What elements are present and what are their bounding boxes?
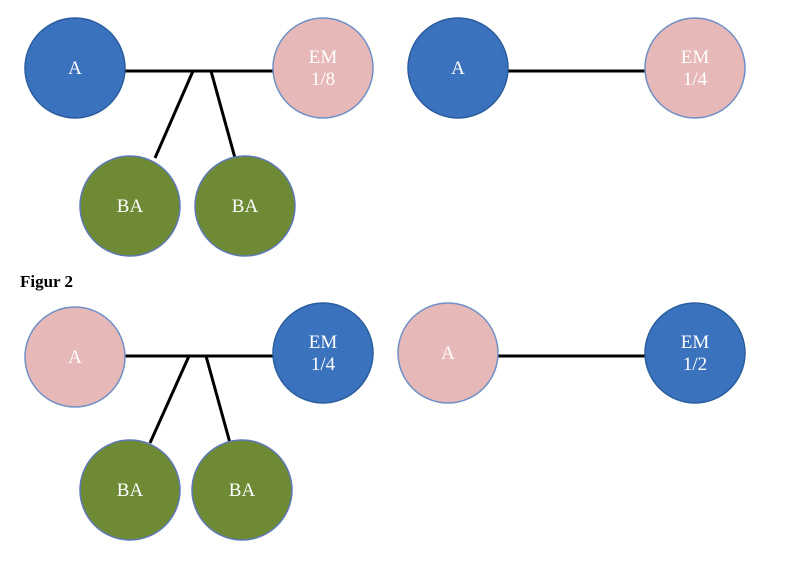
connector-line [153,70,195,159]
node-em: EM1/4 [644,17,746,119]
node-em: EM1/2 [644,302,746,404]
diagram-top-left: A EM1/8BA BA [24,17,374,257]
node-circle [407,17,509,119]
diagram-bottom-left: A EM1/4BA BA [24,302,374,541]
node-label: EM [681,47,710,68]
node-ba1: BA [79,155,181,257]
node-label: EM [309,47,338,68]
connector-line [148,355,191,444]
node-label: A [68,58,82,79]
diagram-bottom-right: A EM1/2 [397,302,746,404]
connector-line [209,70,237,159]
node-label: A [441,343,455,364]
node-label: BA [117,196,144,217]
node-ba2: BA [191,439,293,541]
node-label: A [451,58,465,79]
node-ba1: BA [79,439,181,541]
node-circle [191,439,293,541]
connector-line [204,355,232,444]
node-ba2: BA [194,155,296,257]
node-circle [397,302,499,404]
node-circle [24,17,126,119]
node-em: EM1/8 [272,17,374,119]
node-label: 1/4 [683,69,708,90]
node-circle [272,17,374,119]
node-em: EM1/4 [272,302,374,404]
node-label: 1/8 [311,69,335,90]
node-a: A [24,306,126,408]
node-label: 1/4 [311,354,336,375]
node-label: 1/2 [683,354,707,375]
figure-caption: Figur 2 [20,272,74,291]
diagram-top-right: A EM1/4 [407,17,746,119]
node-circle [272,302,374,404]
node-circle [79,439,181,541]
node-a: A [24,17,126,119]
node-label: BA [117,480,144,501]
node-circle [24,306,126,408]
node-circle [644,17,746,119]
node-a: A [397,302,499,404]
node-circle [79,155,181,257]
node-a: A [407,17,509,119]
node-label: EM [681,332,710,353]
node-label: BA [232,196,259,217]
node-circle [194,155,296,257]
node-label: A [68,347,82,368]
node-circle [644,302,746,404]
node-label: BA [229,480,256,501]
node-label: EM [309,332,338,353]
